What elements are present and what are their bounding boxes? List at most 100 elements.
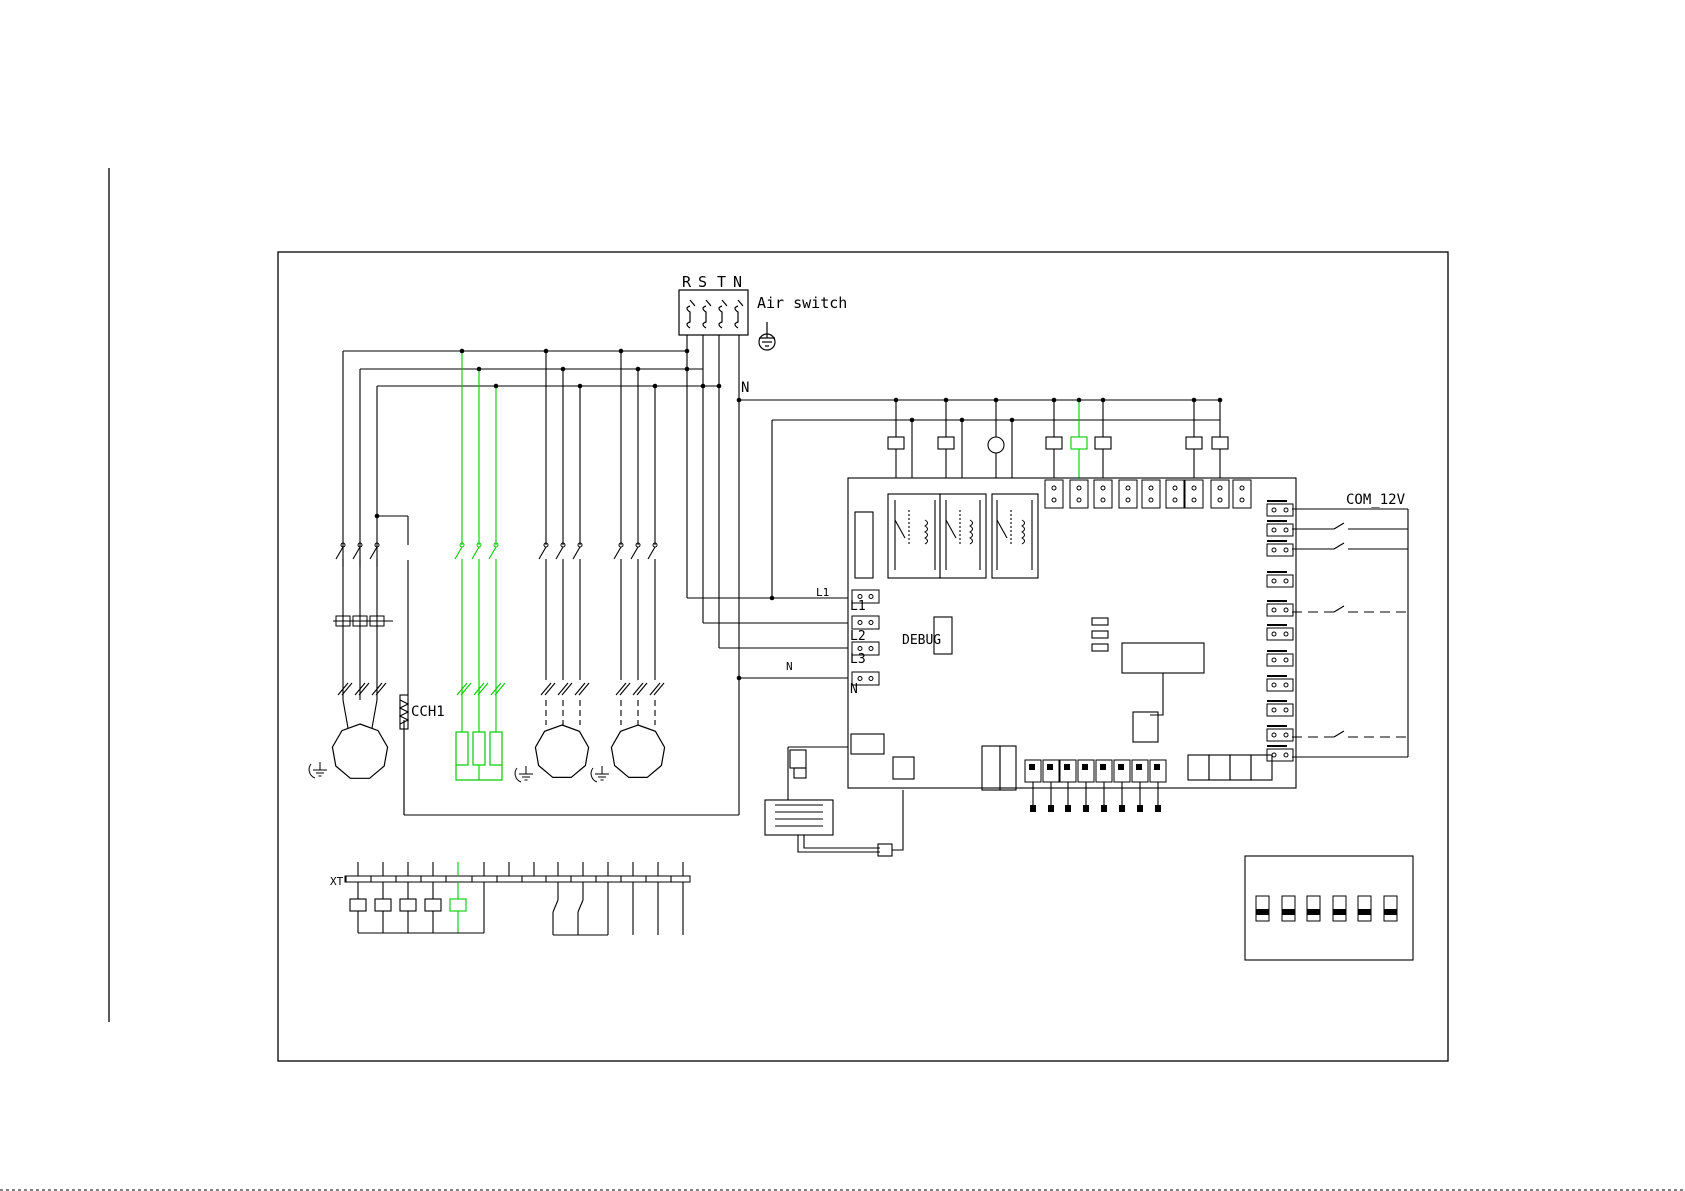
wire [614,547,621,559]
terminal-pin [1272,528,1276,532]
junction-dot [544,349,549,354]
terminal-pin [869,621,873,625]
terminal [1267,604,1293,616]
wire [631,547,638,559]
terminal [1070,480,1088,508]
sensor-probe [1065,805,1071,812]
dip-switch-knob [1333,909,1346,915]
dip-switch-knob [1256,909,1269,915]
line-l1-label: L1 [816,586,829,599]
terminal-pin [858,621,862,625]
sensor-terminal [1150,760,1166,782]
sensor-pin [1136,764,1142,770]
relay-coil-icon [450,899,466,911]
terminal [1142,480,1160,508]
terminal [1267,654,1293,666]
neutral-label: N [741,380,749,396]
terminal [1045,480,1063,508]
dip-switch-icon [1384,896,1397,921]
wire [573,547,580,559]
junction-dot [1192,398,1197,403]
junction-dot [717,384,722,389]
wire [553,900,558,912]
terminal-pin [858,595,862,599]
heater-element [456,732,468,765]
terminal-pin [1272,708,1276,712]
terminal-pin [1284,683,1288,687]
junction-dot [685,367,690,372]
terminal [1267,679,1293,691]
terminal-pin [1077,486,1081,490]
terminal-pin [1101,486,1105,490]
terminal-pin [1284,733,1288,737]
wire [946,520,956,538]
terminal-pin [1284,658,1288,662]
phase-s-label: S [698,273,707,291]
terminal-pin [1077,498,1081,502]
terminal-pin [1284,508,1288,512]
sensor-pin [1100,764,1106,770]
transformer-icon [765,747,903,856]
terminal-pin [869,647,873,651]
terminal [1185,480,1203,508]
dip-switch-icon [1256,896,1269,921]
sensor-terminal [1096,760,1112,782]
sensor-pin [1118,764,1124,770]
com-12v-wiring [1292,509,1408,757]
wire [370,547,377,559]
terminal-pin [1126,486,1130,490]
relay-coil-icon [1095,437,1111,449]
junction-dot [944,398,949,403]
terminal-pin [1173,498,1177,502]
motor-icon [611,725,664,777]
terminal [1267,575,1293,587]
terminal-block-xt [345,862,690,935]
terminal-pin [1240,498,1244,502]
heater [400,560,408,815]
sensor-pin [1064,764,1070,770]
pcb-l1-label: L1 [850,599,866,614]
heater-label: CCH1 [411,704,445,720]
sensor-terminal [1025,760,1041,782]
pcb-right-terminals [1267,501,1293,761]
terminal [1211,480,1229,508]
terminal [1267,524,1293,536]
junction-dot [894,398,899,403]
junction-dot [375,514,380,519]
com-12v-label: COM_12V [1346,492,1406,508]
junction-dot [737,676,742,681]
ground-icon [309,762,327,778]
junction-dot [1077,398,1082,403]
relay-coil-icon [1186,437,1202,449]
dip-switch-icon [1333,896,1346,921]
relay-coil-icon [888,437,904,449]
relay-coil-icon [925,520,928,544]
terminal [1233,480,1251,508]
sensor-probe [1101,805,1107,812]
wire [578,900,583,912]
relay-coil-icon [1212,437,1228,449]
relay-coil-icon [375,899,391,911]
relay-coil-icon [1022,520,1025,544]
motor-icon [535,725,588,777]
relay-coil-icon [425,899,441,911]
terminal-pin [1218,486,1222,490]
relay-coil-icon [400,899,416,911]
wire [489,547,496,559]
phase-n-label: N [733,273,742,291]
ground-icon [591,766,609,782]
power-bus [343,335,1220,815]
terminal-pin [1101,498,1105,502]
terminal-pin [1284,579,1288,583]
terminal-pin [1272,658,1276,662]
sensor-probe [1137,805,1143,812]
junction-dot [737,398,742,403]
junction-dot [685,349,690,354]
sensor-terminal [1043,760,1059,782]
terminal-pin [1284,708,1288,712]
terminal-pin [1284,632,1288,636]
wire [455,547,462,559]
pcb-n-label: N [850,682,858,697]
sensor-terminal [1060,760,1076,782]
